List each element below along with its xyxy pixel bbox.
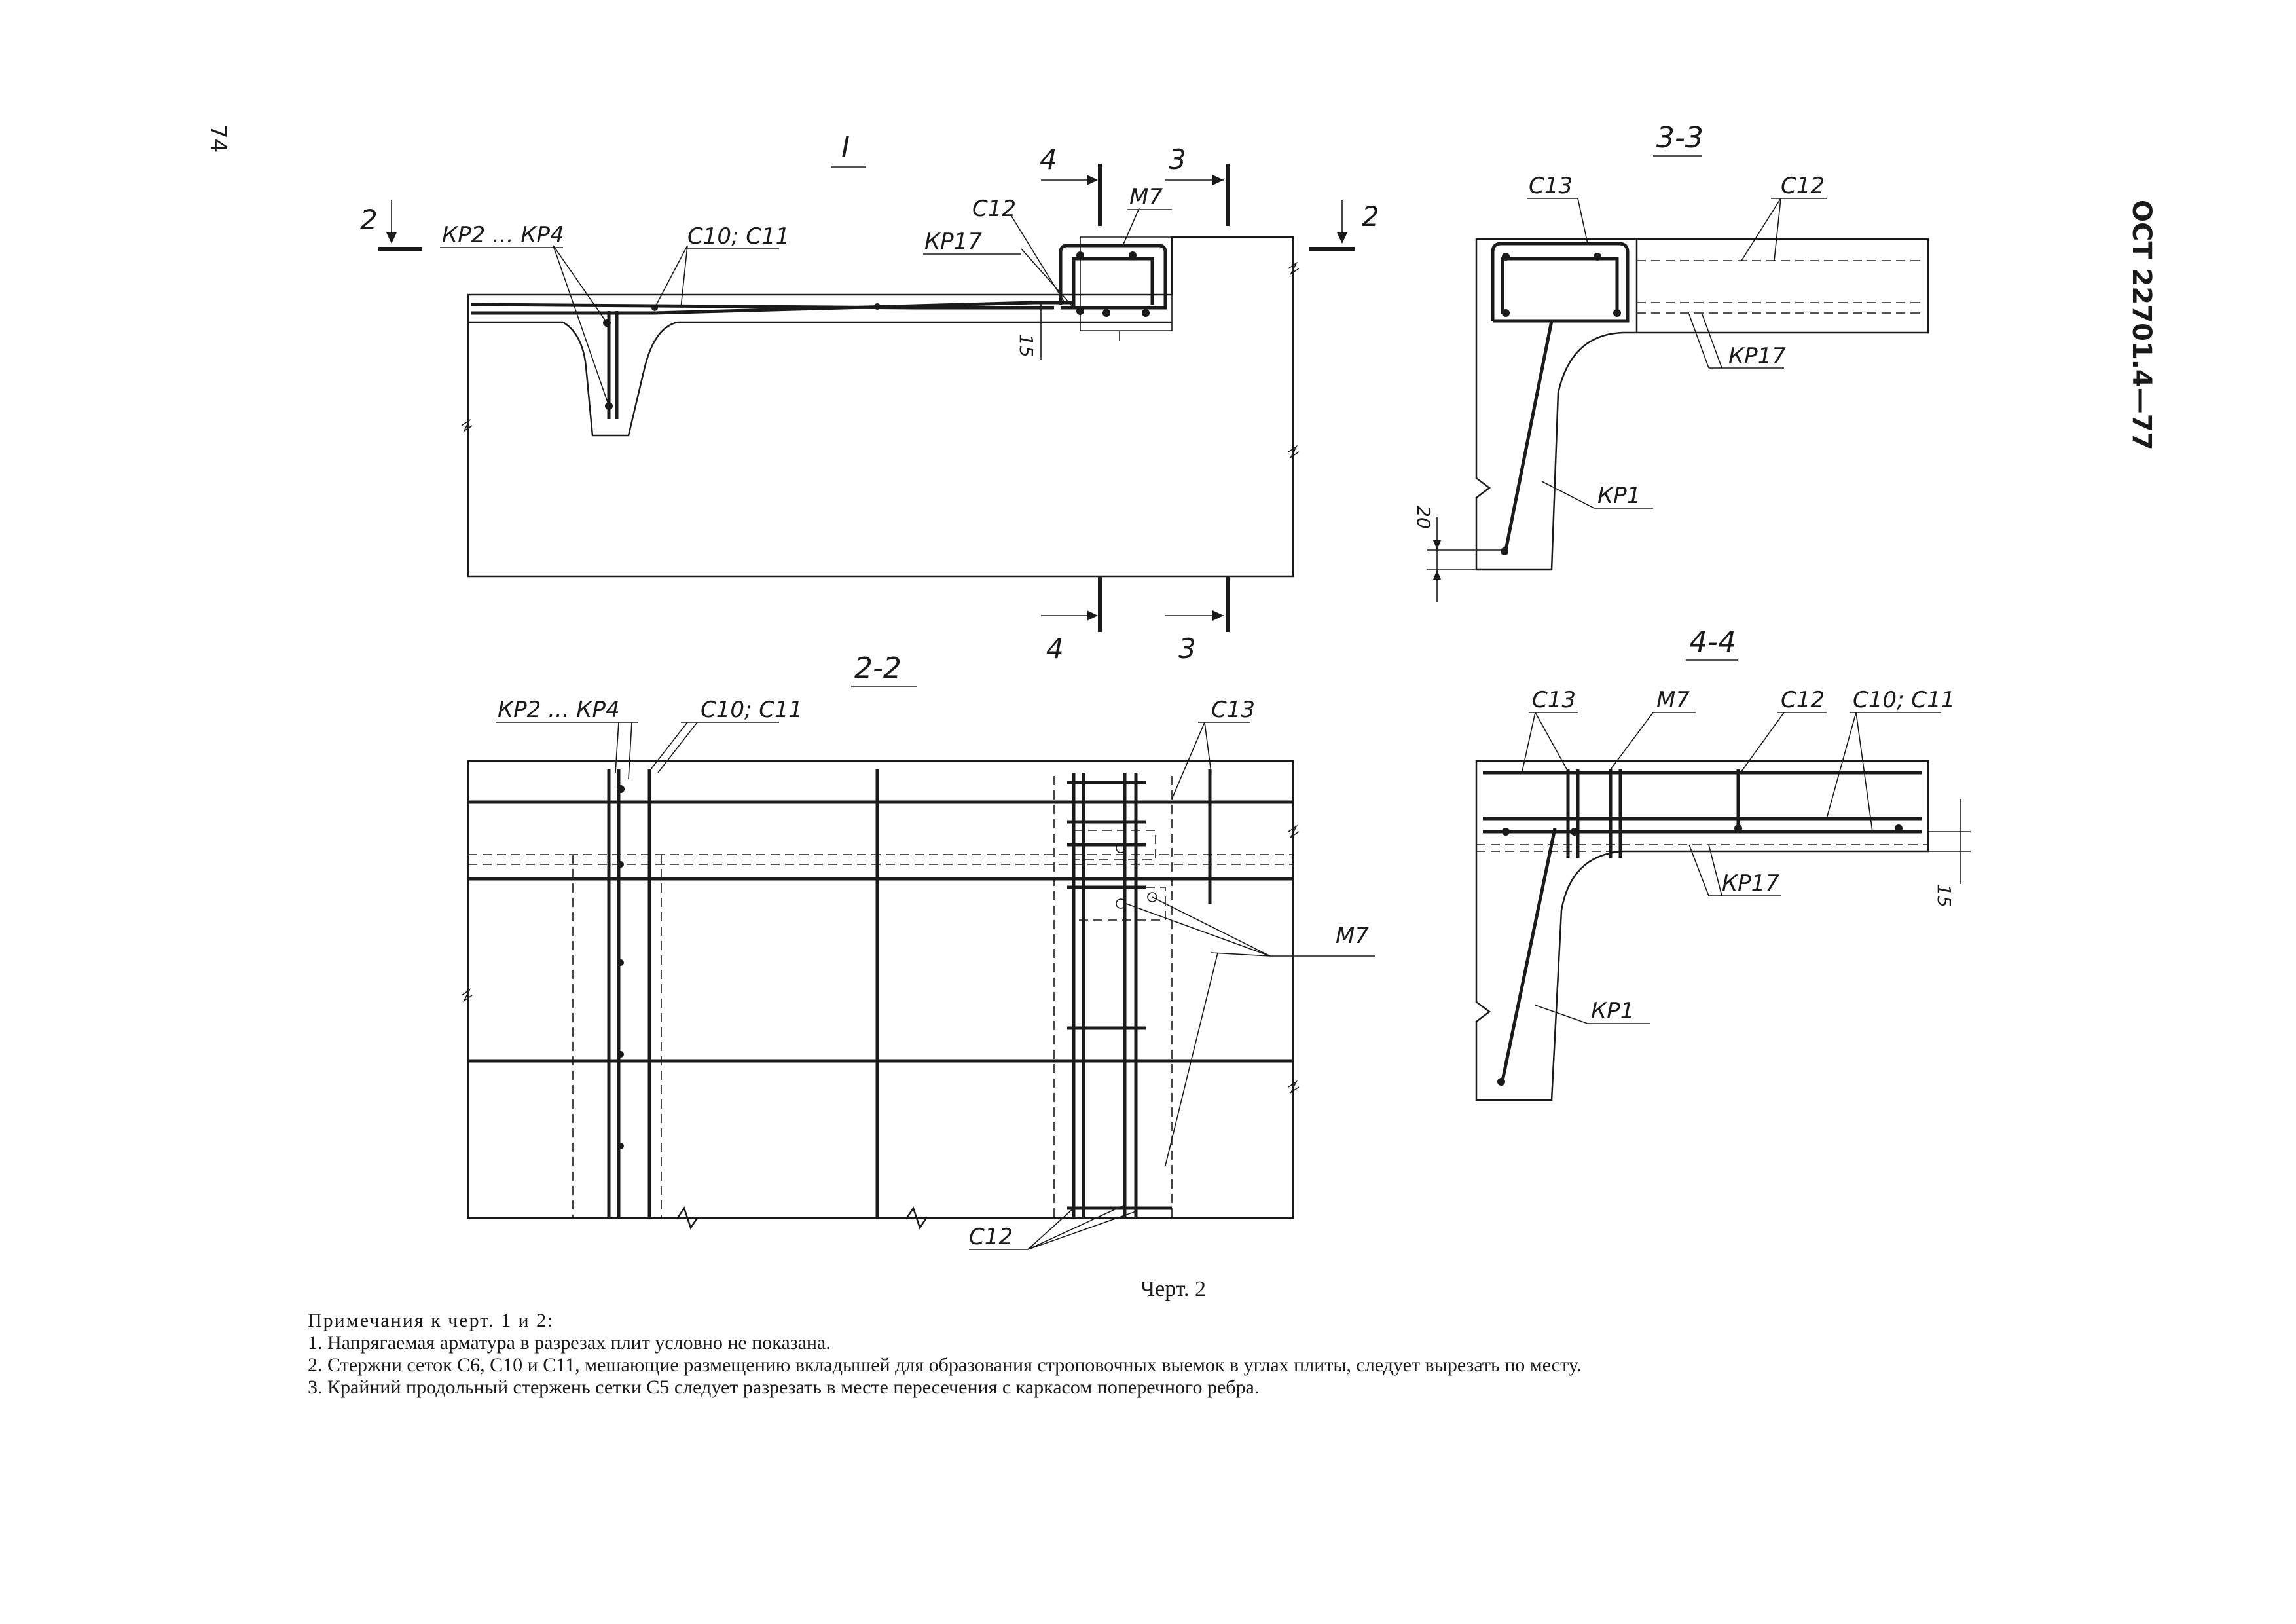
view-I-cut-3-bottom: 3 [1178,633,1196,665]
section-3-3-label-c13: С13 [1529,173,1573,199]
view-I-label-kr2-kr4: КР2 ... КР4 [442,222,564,248]
section-4-4: 4-4 С13 М7 С12 С10; С11 [1475,625,1971,1101]
view-I-cut-4-bottom: 4 [1046,633,1064,665]
section-4-4-dim-15: 15 [1933,884,1955,908]
section-4-4-label-kr17: КР17 [1722,870,1779,896]
section-2-2-label-c12: С12 [969,1224,1013,1250]
section-3-3-title: 3-3 [1656,121,1704,155]
drawing-caption: Черт. 2 [1140,1277,1207,1301]
section-2-2-label-m7: М7 [1336,923,1369,949]
view-I-label-c10-c11: С10; С11 [687,223,790,249]
section-3-3-label-kr1: КР1 [1597,483,1641,509]
view-I: I [360,131,1379,665]
view-I-title: I [841,131,850,164]
note-item-3: 3. Крайний продольный стержень сетки С5 … [308,1376,1260,1398]
section-4-4-label-c13: С13 [1532,687,1576,713]
section-3-3-label-c12: С12 [1781,173,1825,199]
section-2-2-label-c10-c11: С10; С11 [701,697,803,723]
section-4-4-label-kr1: КР1 [1591,998,1634,1024]
section-4-4-label-m7: М7 [1656,687,1690,713]
page-number: 74 [205,124,231,153]
view-I-cut-4-top: 4 [1040,143,1057,175]
view-I-cut-2-right: 2 [1362,200,1379,232]
notes-heading: Примечания к черт. 1 и 2: [308,1310,555,1331]
section-3-3-label-kr17: КР17 [1728,343,1786,369]
section-3-3: 3-3 С13 С12 КР17 КР1 [1413,121,1929,602]
section-4-4-label-c12: С12 [1781,687,1825,713]
section-3-3-dim-20: 20 [1413,506,1434,529]
view-I-cut-2-left: 2 [360,204,378,236]
view-I-label-m7: М7 [1129,184,1163,210]
section-2-2-title: 2-2 [854,652,902,685]
section-4-4-label-c10-c11: С10; С11 [1853,687,1955,713]
note-item-1: 1. Напрягаемая арматура в разрезах плит … [308,1332,831,1354]
section-2-2-label-c13: С13 [1211,697,1255,723]
section-4-4-title: 4-4 [1689,625,1736,659]
section-2-2: 2-2 [461,652,1375,1250]
notes-block: Примечания к черт. 1 и 2: 1. Напрягаемая… [308,1310,2075,1399]
view-I-dim-15: 15 [1015,334,1037,358]
note-item-2: 2. Стержни сеток С6, С10 и С11, мешающие… [308,1354,1582,1376]
view-I-label-kr17: КР17 [924,229,982,255]
view-I-cut-3-top: 3 [1169,143,1186,175]
section-2-2-label-kr2-kr4: КР2 ... КР4 [498,697,620,723]
standard-code: ОСТ 22701.4—77 [2126,200,2157,450]
view-I-label-c12: С12 [972,196,1016,222]
